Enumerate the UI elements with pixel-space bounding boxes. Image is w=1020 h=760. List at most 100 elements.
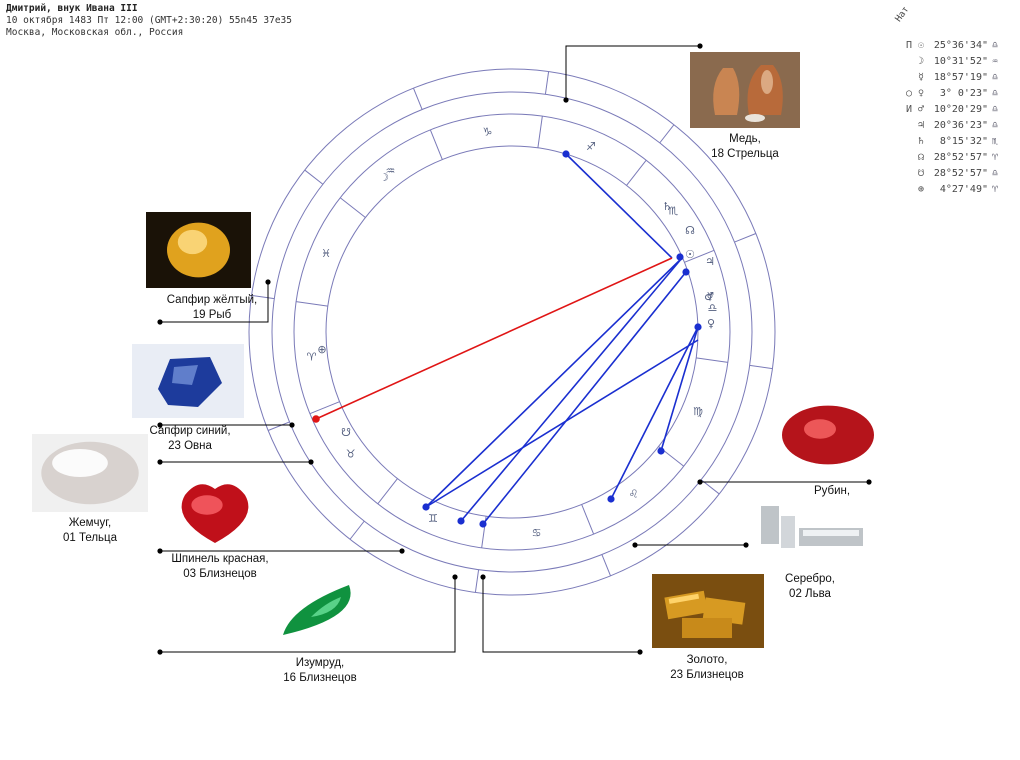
wheel-ring-3 xyxy=(293,113,731,551)
pearl-picture xyxy=(32,434,148,512)
birth-data: 10 октября 1483 Пт 12:00 (GMT+2:30:20) 5… xyxy=(6,15,292,26)
gold-image xyxy=(652,574,764,648)
copper-label-line1: Медь, xyxy=(729,133,761,145)
sapphire-yellow-label-line2: 19 Рыб xyxy=(192,309,232,321)
gold-pointer-line xyxy=(482,577,640,653)
zodiac-sign-glyph: ♍ xyxy=(693,405,703,418)
gold-label-line2: 23 Близнецов xyxy=(670,669,744,681)
sign-divider-outer xyxy=(304,169,324,185)
pearl-image xyxy=(32,434,148,512)
copper-label-line2: 18 Стрельца xyxy=(711,148,779,160)
planet-row: ○ ♀3° 0'23"♎ xyxy=(880,86,1012,102)
ruby-picture xyxy=(778,400,878,470)
zodiac-sign-glyph: ♑ xyxy=(482,126,492,139)
planet-row: ♄8°15'32"♏ xyxy=(880,134,1012,150)
ruby-label-line1: Рубин, xyxy=(813,485,851,497)
aspect-line-blue xyxy=(460,257,683,522)
mars-glyph: ♂ xyxy=(704,290,714,303)
sign-divider-outer xyxy=(413,87,423,110)
spinel-red-label-line1: Шпинель красная, xyxy=(171,553,269,565)
sapphire-blue-image xyxy=(132,344,244,418)
pointer-dot-end xyxy=(308,459,314,465)
planet-sign: ♏ xyxy=(991,136,999,147)
pointer-lines xyxy=(157,43,872,655)
moon-glyph: ☽ xyxy=(379,171,389,184)
south-node-glyph: ☋ xyxy=(341,426,351,439)
planet-glyph: И ♂ xyxy=(905,104,924,115)
sign-divider-outer xyxy=(601,554,611,577)
zodiac-signs: ♈♉♊♋♌♍♎♏♐♑♒♓ xyxy=(307,126,718,540)
gem-highlight xyxy=(804,419,836,439)
north-node-glyph: ☊ xyxy=(685,224,695,237)
aspect-lines xyxy=(312,150,702,528)
aspect-line-blue xyxy=(565,153,673,259)
planet-value: 10°31'52" xyxy=(933,56,988,67)
planet-sign: ♈ xyxy=(991,152,999,163)
saturn-glyph: ♄ xyxy=(662,200,672,213)
sign-divider-inner xyxy=(429,129,443,160)
emerald-picture xyxy=(276,582,366,644)
copper-label: Медь, 18 Стрельца xyxy=(675,132,815,162)
silver-image xyxy=(755,500,867,554)
planet-point xyxy=(607,495,615,503)
planet-glyph: ☊ xyxy=(917,152,924,163)
pointer-dot-end xyxy=(563,97,569,103)
aspect-line-blue xyxy=(425,339,699,508)
mercury-glyph: ☿ xyxy=(707,290,714,303)
planet-point-red xyxy=(312,415,320,423)
planet-row: ☽10°31'52"♒ xyxy=(880,54,1012,70)
copper-vessel-1 xyxy=(713,68,740,115)
pointer-dot-start xyxy=(157,548,163,554)
wheel-ring-2 xyxy=(271,91,753,573)
person-name: Дмитрий, внук Ивана III xyxy=(6,3,138,14)
ruby-image xyxy=(778,400,878,470)
pointer-dot-start xyxy=(637,649,643,655)
planet-glyph: ☿ xyxy=(917,72,924,83)
zodiac-sign-glyph: ♌ xyxy=(629,487,639,500)
zodiac-sign-glyph: ♈ xyxy=(307,351,317,364)
planet-value: 20°36'23" xyxy=(933,120,988,131)
planet-point xyxy=(562,150,570,158)
gem-highlight xyxy=(311,597,341,617)
sun-glyph: ☉ xyxy=(685,248,695,261)
sign-divider-inner xyxy=(537,116,543,148)
pointer-dot-start xyxy=(157,459,163,465)
sign-divider-inner xyxy=(626,159,647,186)
planet-row: ⊕4°27'49"♈ xyxy=(880,182,1012,198)
sapphire-blue-label-line1: Сапфир синий, xyxy=(149,425,231,437)
gold-label: Золото,23 Близнецов xyxy=(637,653,777,683)
silver-label: Серебро,02 Льва xyxy=(740,572,880,602)
coin xyxy=(745,114,765,122)
emerald-pointer-line xyxy=(160,577,456,653)
gem-highlight xyxy=(191,495,223,515)
pointer-dot-end xyxy=(632,542,638,548)
pointer-dot-end xyxy=(289,422,295,428)
planet-row: И ♂10°20'29"♎ xyxy=(880,102,1012,118)
sign-divider-outer xyxy=(267,421,290,431)
spinel-red-picture xyxy=(166,476,264,546)
zodiac-rings xyxy=(248,68,776,596)
planet-row: ☋28°52'57"♎ xyxy=(880,166,1012,182)
copper-pointer-line xyxy=(565,45,700,100)
sapphire-blue-picture xyxy=(132,344,244,418)
planet-sign: ♎ xyxy=(991,104,999,115)
aspect-line-red xyxy=(315,257,673,420)
planet-point xyxy=(676,253,684,261)
emerald-label-line1: Изумруд, xyxy=(295,657,345,669)
planet-value: 28°52'57" xyxy=(933,168,988,179)
silver-label-line1: Серебро, xyxy=(785,573,835,585)
spinel-red-label: Шпинель красная,03 Близнецов xyxy=(150,552,290,582)
planet-value: 25°36'34" xyxy=(933,40,988,51)
sapphire-yellow-label-line1: Сапфир жёлтый, xyxy=(166,294,258,306)
planet-glyph: ⊕ xyxy=(917,184,924,195)
planet-glyph: ♄ xyxy=(917,136,924,147)
pointer-dot-start xyxy=(866,479,872,485)
sapphire-yellow-pointer-line xyxy=(160,282,269,323)
sign-divider-inner xyxy=(581,504,595,535)
birth-place: Москва, Московская обл., Россия xyxy=(6,27,184,38)
planet-sign: ♎ xyxy=(991,88,999,99)
jupiter-glyph: ♃ xyxy=(705,255,715,268)
silver-bar-1 xyxy=(761,506,779,544)
aspect-line-blue xyxy=(482,271,687,525)
